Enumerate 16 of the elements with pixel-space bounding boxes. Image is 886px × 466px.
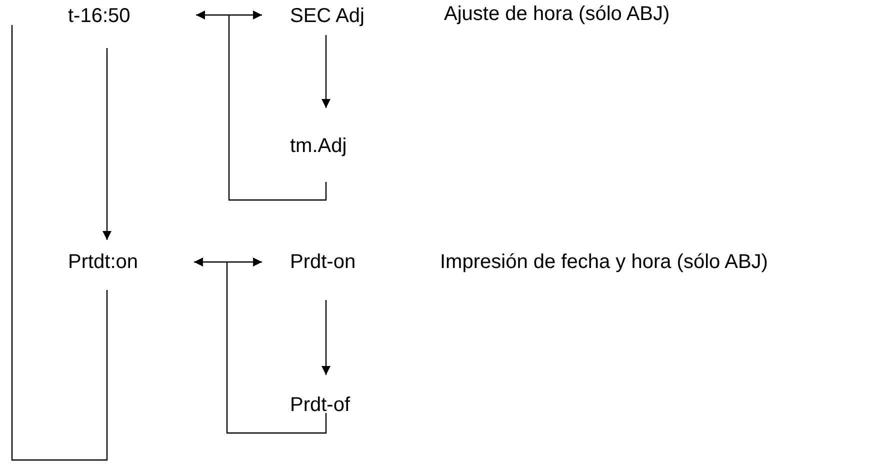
connector-line [228, 15, 327, 201]
state-label: t-16:50 [68, 4, 130, 28]
description-text: Ajuste de hora (sólo ABJ) [444, 2, 670, 26]
state-label: SEC Adj [290, 4, 364, 28]
state-label: tm.Adj [290, 134, 347, 158]
state-label: Prdt-of [290, 393, 350, 417]
state-label: Prdt-on [290, 250, 356, 274]
arrow [322, 35, 330, 108]
arrow [194, 258, 262, 266]
connector-line [226, 262, 327, 434]
arrow [322, 300, 330, 375]
connector-line [11, 25, 108, 461]
arrow [102, 48, 112, 240]
arrow [196, 10, 262, 20]
state-label: Prtdt:on [68, 250, 138, 274]
description-text: Impresión de fecha y hora (sólo ABJ) [440, 250, 768, 274]
